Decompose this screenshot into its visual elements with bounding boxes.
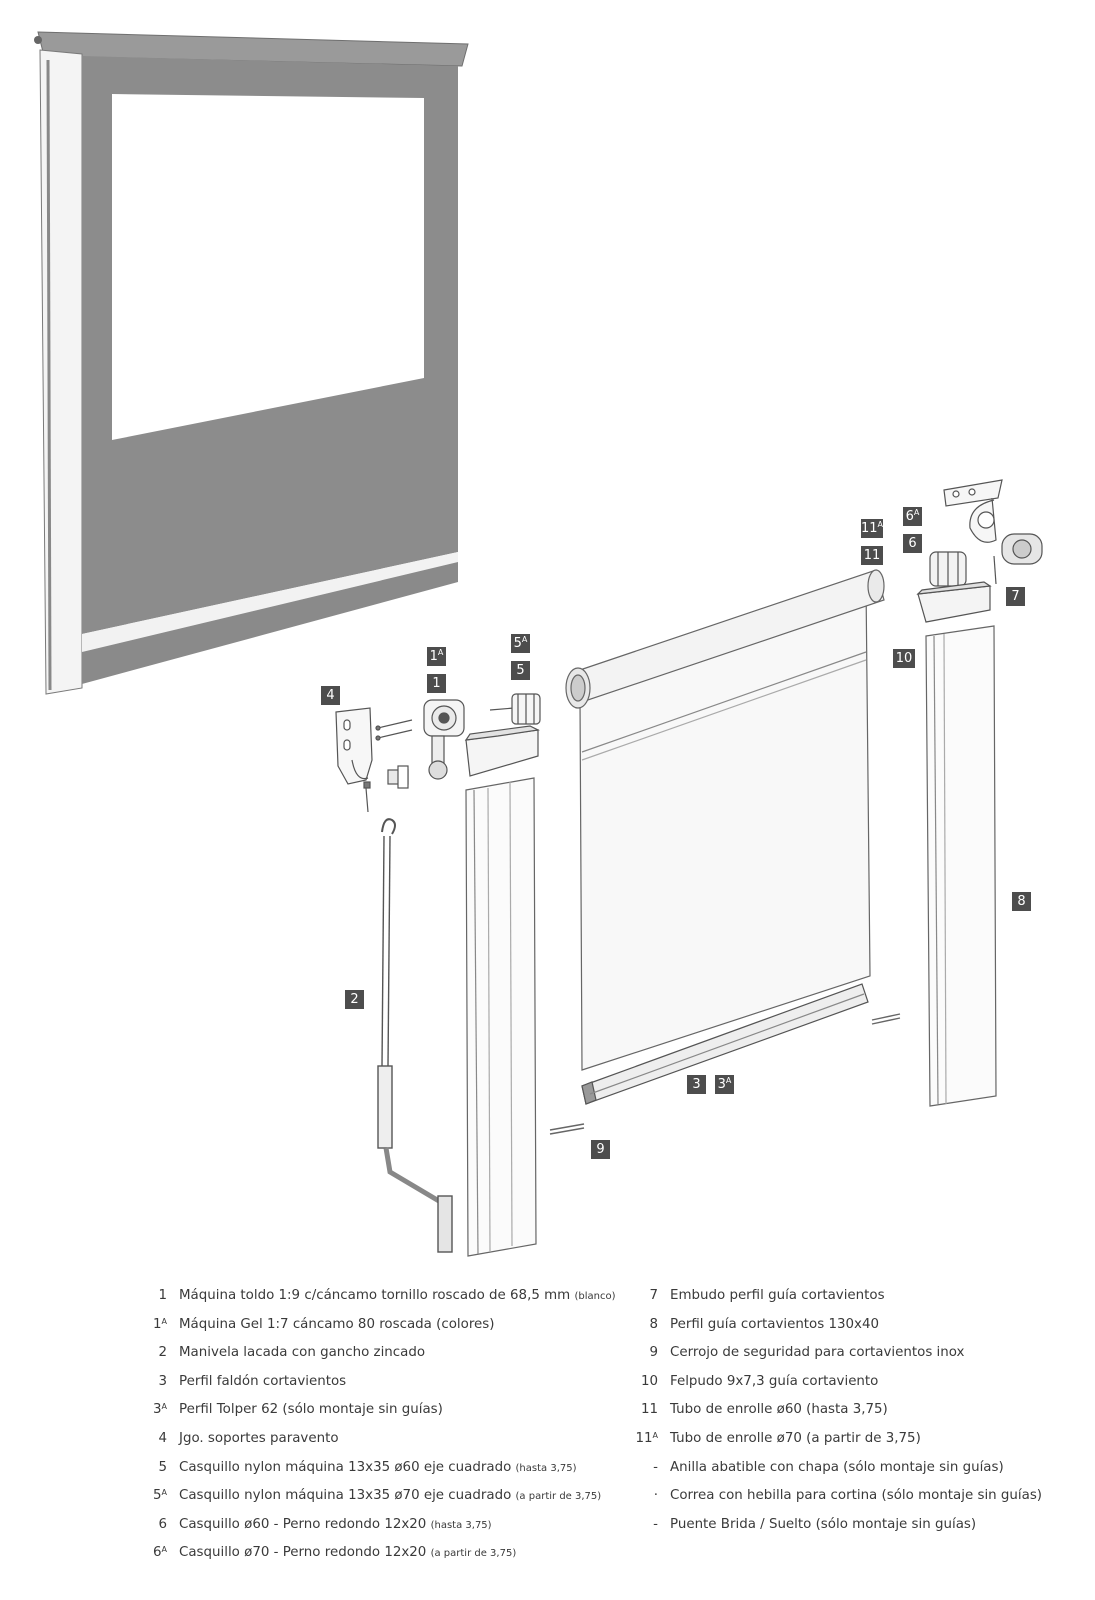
legend-item: ·Correa con hebilla para cortina (sólo m… bbox=[653, 1488, 1043, 1504]
callout-11: 11 bbox=[861, 546, 883, 565]
callout-2: 2 bbox=[345, 990, 364, 1009]
callout-1: 1 bbox=[427, 674, 446, 693]
callout-5a: 5A bbox=[511, 634, 530, 653]
assembled-awning-view bbox=[34, 31, 469, 695]
callout-9: 9 bbox=[591, 1140, 610, 1159]
callout-3a: 3A bbox=[715, 1075, 734, 1094]
crank-handle bbox=[377, 818, 453, 1253]
safety-latches bbox=[549, 1013, 901, 1135]
roller-tube-and-fabric bbox=[565, 569, 885, 1071]
callout-11a: 11A bbox=[861, 519, 884, 538]
exploded-diagram bbox=[34, 31, 1043, 1257]
callout-7: 7 bbox=[1006, 587, 1025, 606]
callout-3: 3 bbox=[687, 1075, 706, 1094]
funnel-left bbox=[464, 725, 540, 777]
bottom-profile bbox=[581, 983, 869, 1105]
gear-machine bbox=[423, 699, 465, 780]
legend-item: -Puente Brida / Suelto (sólo montaje sin… bbox=[653, 1516, 977, 1532]
guide-profile-left bbox=[465, 777, 537, 1257]
roller-box bbox=[37, 31, 469, 67]
clear-window bbox=[112, 94, 424, 440]
callout-5: 5 bbox=[511, 661, 530, 680]
support-bracket-left bbox=[335, 707, 413, 813]
callout-6a: 6A bbox=[903, 507, 922, 526]
callout-6: 6 bbox=[903, 534, 922, 553]
callout-10: 10 bbox=[893, 649, 915, 668]
funnel-right bbox=[916, 581, 992, 623]
guide-profile-right bbox=[925, 625, 997, 1107]
bushing-right bbox=[929, 551, 997, 587]
top-cap bbox=[34, 36, 42, 44]
callout-8: 8 bbox=[1012, 892, 1031, 911]
support-bracket-right bbox=[943, 479, 1043, 565]
left-guide-rail bbox=[39, 49, 83, 695]
bottom-bar bbox=[82, 562, 458, 684]
callout-4: 4 bbox=[321, 686, 340, 705]
nylon-bushing bbox=[489, 693, 541, 725]
legend-item: -Anilla abatible con chapa (sólo montaje… bbox=[653, 1459, 1004, 1475]
callout-1a: 1A bbox=[427, 647, 446, 666]
